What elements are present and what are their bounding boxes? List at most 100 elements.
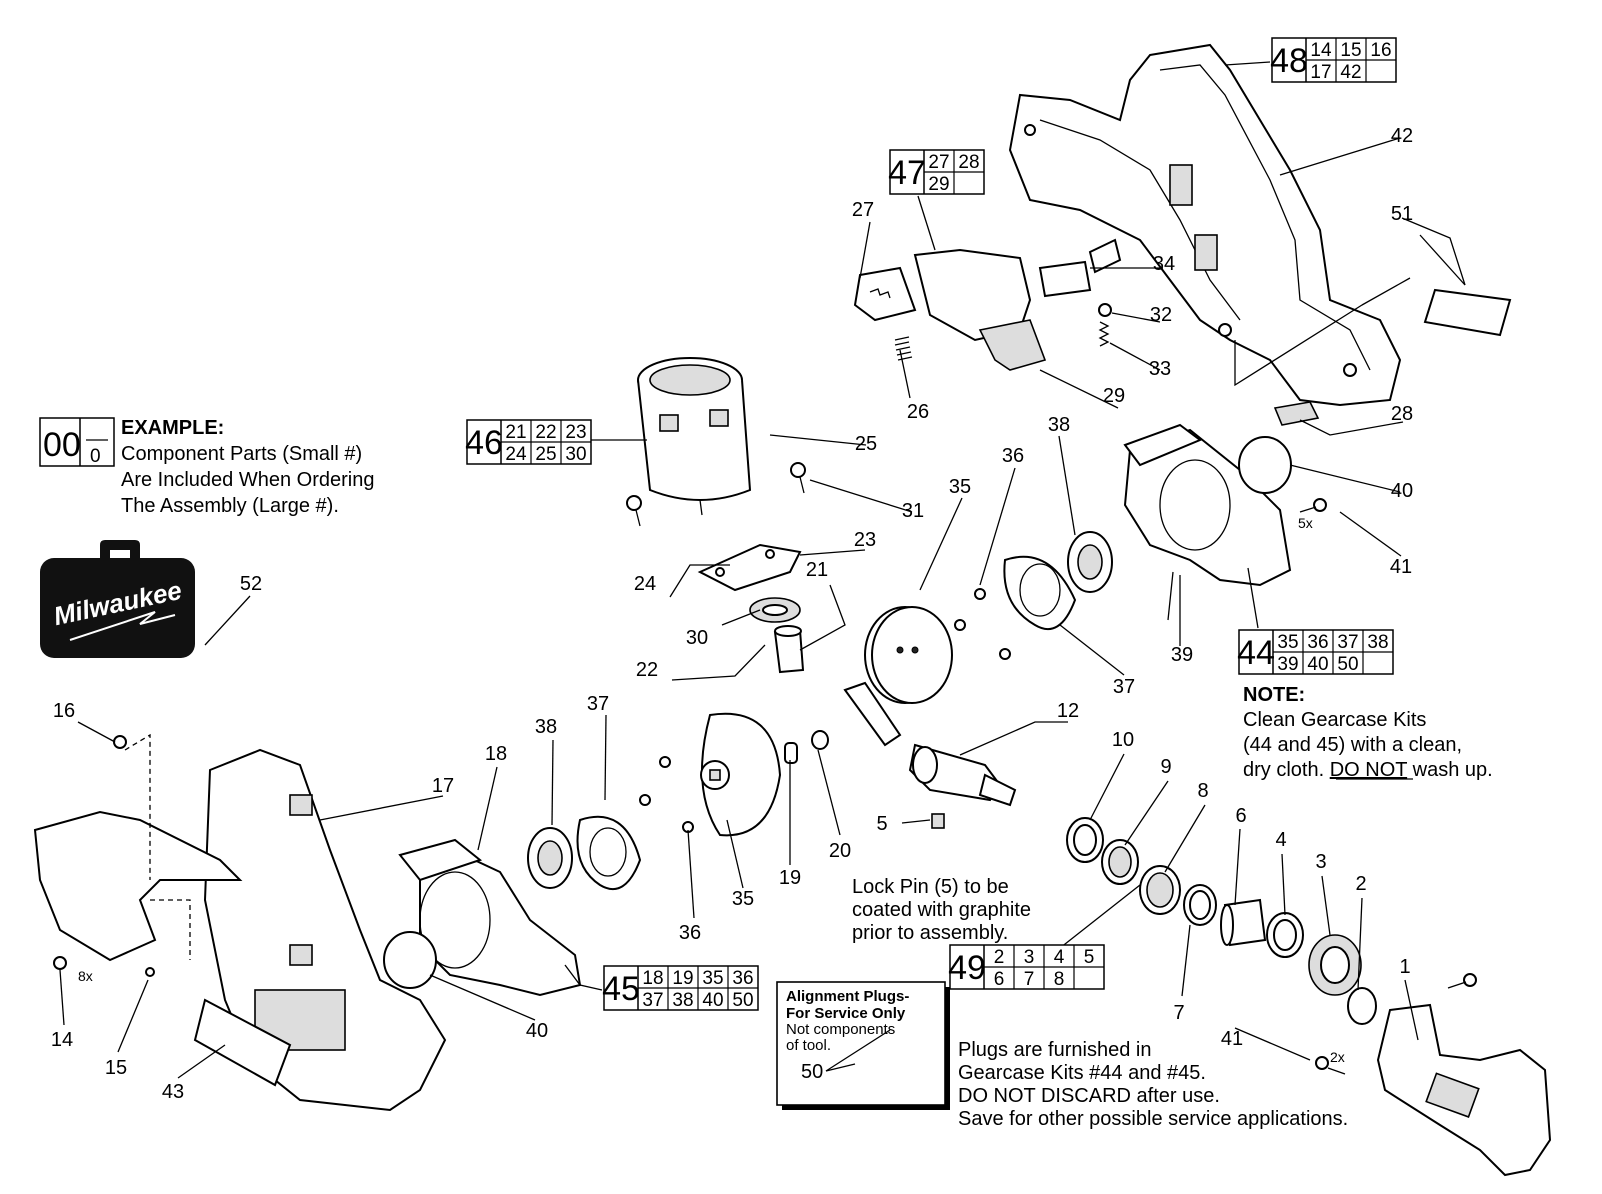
part-label-41: 41 bbox=[1390, 556, 1412, 578]
note-line-2: (44 and 45) with a clean, bbox=[1243, 734, 1462, 756]
part-label-24: 24 bbox=[634, 573, 656, 595]
leader-line-9 bbox=[1089, 753, 1125, 821]
kit-48-part-cell: 14 bbox=[1310, 40, 1332, 61]
part-label-23: 23 bbox=[854, 529, 876, 551]
screws-36-drawing bbox=[954, 588, 1011, 660]
example-small-number: 0 bbox=[90, 446, 101, 467]
part-label-26: 26 bbox=[907, 401, 929, 423]
leader-line-27 bbox=[721, 609, 761, 626]
kit-45-part-cell: 18 bbox=[642, 968, 663, 989]
kit-46-part-cell: 24 bbox=[505, 444, 527, 465]
leader-line-18 bbox=[799, 584, 846, 651]
leader-line-21 bbox=[669, 564, 730, 598]
part-label-28: 28 bbox=[1391, 403, 1413, 425]
kit-46-part-cell: 30 bbox=[565, 444, 586, 465]
example-heading: EXAMPLE: bbox=[121, 417, 224, 439]
pin-19-drawing bbox=[784, 742, 798, 764]
lock-pin-line-3: prior to assembly. bbox=[852, 922, 1008, 944]
disc-40-lower-drawing bbox=[383, 931, 437, 989]
note-line-1: Clean Gearcase Kits bbox=[1243, 709, 1426, 731]
part-label-20: 20 bbox=[829, 840, 851, 862]
lock-pin-line-1: Lock Pin (5) to be bbox=[852, 876, 1009, 898]
part-28-drawing bbox=[1273, 401, 1320, 426]
part-label-51: 51 bbox=[1391, 203, 1413, 225]
alignment-sub-2: of tool. bbox=[786, 1037, 831, 1054]
leader-line-0 bbox=[1404, 979, 1419, 1041]
kit-leader-47 bbox=[917, 195, 936, 251]
leader-line-37 bbox=[604, 714, 607, 801]
note-do-not: DO NOT bbox=[1330, 759, 1408, 781]
leader-line-41 bbox=[1289, 464, 1401, 493]
note-heading: NOTE: bbox=[1243, 684, 1305, 706]
part-label-33: 33 bbox=[1149, 358, 1171, 380]
part-label-15: 15 bbox=[105, 1057, 127, 1079]
part-26-drawing bbox=[894, 336, 913, 361]
leader-line-14 bbox=[319, 795, 444, 821]
gasket-37-lower-drawing bbox=[576, 815, 642, 891]
kit-47-part-cell: 27 bbox=[928, 152, 949, 173]
leader-line-42 bbox=[429, 974, 536, 1021]
plunger-drawing bbox=[843, 681, 1017, 807]
part-label-19: 19 bbox=[779, 867, 801, 889]
part-label-42: 42 bbox=[1391, 125, 1413, 147]
leader-line-34 bbox=[979, 467, 1016, 586]
ring-9-drawing bbox=[1101, 839, 1139, 885]
kit-48-part-cell: 15 bbox=[1340, 40, 1361, 61]
alignment-sub-1: Not components bbox=[786, 1021, 895, 1038]
kit-49-part-cell: 2 bbox=[994, 947, 1005, 968]
leader-line-33 bbox=[726, 819, 744, 889]
kit-48-part-cell: 16 bbox=[1370, 40, 1391, 61]
example-legend: 00 0 EXAMPLE: Component Parts (Small #) … bbox=[39, 417, 374, 517]
part-label-38: 38 bbox=[1048, 414, 1070, 436]
leader-line-15 bbox=[477, 766, 498, 851]
screws-36-lower-drawing bbox=[639, 756, 694, 833]
disc-40-upper-drawing bbox=[1238, 436, 1292, 494]
kit-44-part-cell: 38 bbox=[1367, 632, 1388, 653]
part-label-17: 17 bbox=[432, 775, 454, 797]
kit-45-part-cell: 35 bbox=[702, 968, 723, 989]
leader-line-22 bbox=[769, 434, 867, 446]
leader-line-45 bbox=[1279, 137, 1401, 176]
alignment-part-number: 50 bbox=[801, 1061, 823, 1083]
kit-45-part-cell: 36 bbox=[732, 968, 753, 989]
plugs-note: Plugs are furnished in Gearcase Kits #44… bbox=[958, 1039, 1348, 1130]
part-label-30: 30 bbox=[686, 627, 708, 649]
kit-49-part-cell: 6 bbox=[994, 969, 1005, 990]
switch-assembly-drawing bbox=[913, 248, 1047, 371]
kit-number-45: 45 bbox=[602, 970, 640, 1008]
kit-44-part-cell: 36 bbox=[1307, 632, 1328, 653]
kit-44-part-cell: 50 bbox=[1337, 654, 1358, 675]
part-label-37: 37 bbox=[1113, 676, 1135, 698]
kit-leader-49 bbox=[1059, 884, 1141, 949]
screw-41-lower-drawing bbox=[1315, 1056, 1346, 1075]
leader-line-39 bbox=[551, 739, 554, 826]
leader-line-36 bbox=[1059, 624, 1125, 676]
extra-leader-2 bbox=[1167, 571, 1174, 621]
part-label-32: 32 bbox=[1150, 304, 1172, 326]
example-line-2: Are Included When Ordering bbox=[121, 469, 374, 491]
part-label-4: 4 bbox=[1275, 829, 1286, 851]
alignment-plugs-box: Alignment Plugs- For Service Only Not co… bbox=[776, 981, 950, 1110]
leader-line-2 bbox=[1321, 875, 1331, 936]
example-big-number: 00 bbox=[43, 426, 81, 464]
leader-line-6 bbox=[1181, 924, 1191, 997]
sleeve-6-drawing bbox=[1220, 898, 1267, 947]
leader-line-26 bbox=[1039, 369, 1119, 409]
plugs-line-1: Plugs are furnished in bbox=[958, 1039, 1151, 1061]
kit-49-part-cell: 4 bbox=[1054, 947, 1065, 968]
part-label-41: 41 bbox=[1221, 1028, 1243, 1050]
leader-line-1 bbox=[1357, 897, 1363, 991]
kit-44-part-cell: 39 bbox=[1277, 654, 1298, 675]
kit-leader-48 bbox=[1224, 61, 1271, 66]
bearing-38-upper-drawing bbox=[1067, 531, 1113, 593]
pinion-drawing bbox=[773, 625, 805, 674]
kit-45-part-cell: 50 bbox=[732, 990, 753, 1011]
kit-number-49: 49 bbox=[948, 949, 986, 987]
leader-line-7 bbox=[1164, 804, 1206, 873]
assembly-dashed-line bbox=[124, 733, 191, 960]
